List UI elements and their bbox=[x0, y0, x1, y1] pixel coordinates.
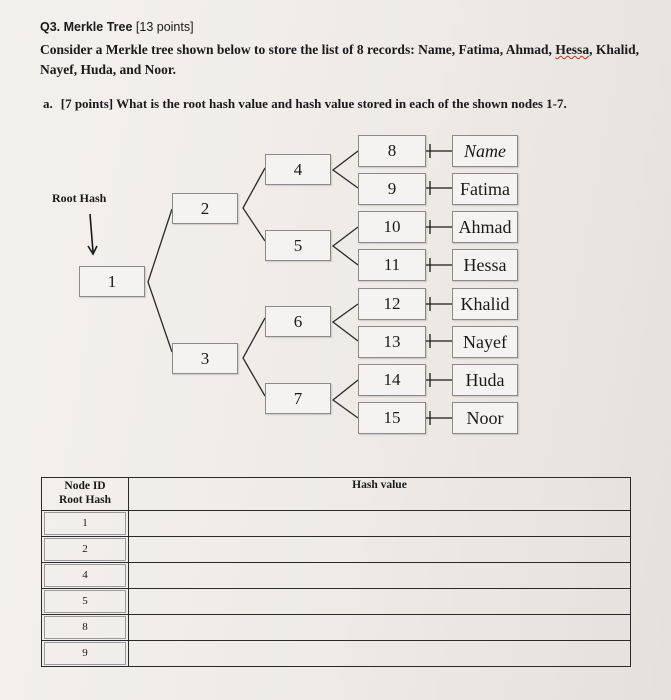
row-node-id: 1 bbox=[44, 512, 126, 535]
hash-value-cell[interactable] bbox=[128, 562, 631, 589]
header-hash-value: Hash value bbox=[128, 477, 631, 511]
record-hessa: Hessa bbox=[452, 249, 518, 281]
record-noor: Noor bbox=[452, 402, 518, 434]
tree-node-2: 2 bbox=[172, 193, 238, 224]
leaf-node-12: 12 bbox=[358, 288, 426, 320]
question-description-line1: Consider a Merkle tree shown below to st… bbox=[40, 42, 639, 57]
table-row: 9 bbox=[41, 640, 631, 667]
tree-node-5: 5 bbox=[265, 230, 331, 261]
row-node-id: 4 bbox=[44, 564, 126, 587]
tree-connectors bbox=[87, 144, 452, 425]
row-node-id: 9 bbox=[44, 642, 126, 665]
leaf-node-9: 9 bbox=[358, 173, 426, 205]
table-row: 8 bbox=[41, 614, 631, 641]
row-node-id: 2 bbox=[44, 538, 126, 561]
hash-value-cell[interactable] bbox=[128, 588, 631, 615]
tree-node-6: 6 bbox=[265, 306, 331, 337]
table-row: 1 bbox=[41, 510, 631, 537]
hash-value-cell[interactable] bbox=[128, 640, 631, 667]
tree-node-4: 4 bbox=[265, 154, 331, 185]
record-ahmad: Ahmad bbox=[452, 211, 518, 243]
table-row: 4 bbox=[41, 562, 631, 589]
leaf-node-11: 11 bbox=[358, 249, 426, 281]
tree-node-3: 3 bbox=[172, 343, 238, 374]
part-a-prompt: a.[7 points] What is the root hash value… bbox=[43, 96, 567, 111]
question-title: Q3. Merkle Tree [13 points] bbox=[40, 20, 194, 34]
leaf-node-14: 14 bbox=[358, 364, 426, 396]
hash-value-cell[interactable] bbox=[128, 536, 631, 563]
record-khalid: Khalid bbox=[452, 288, 518, 320]
hash-value-cell[interactable] bbox=[128, 510, 631, 537]
table-row: 5 bbox=[41, 588, 631, 615]
leaf-node-10: 10 bbox=[358, 211, 426, 243]
table-row: 2 bbox=[41, 536, 631, 563]
leaf-node-13: 13 bbox=[358, 326, 426, 358]
record-fatima: Fatima bbox=[452, 173, 518, 205]
record-name: Name bbox=[452, 135, 518, 167]
root-hash-label: Root Hash bbox=[52, 191, 107, 205]
leaf-node-8: 8 bbox=[358, 135, 426, 167]
record-nayef: Nayef bbox=[452, 326, 518, 358]
tree-node-7: 7 bbox=[265, 383, 331, 414]
row-node-id: 8 bbox=[44, 616, 126, 639]
row-node-id: 5 bbox=[44, 590, 126, 613]
root-hash-arrow bbox=[87, 213, 98, 256]
tree-node-1: 1 bbox=[79, 266, 145, 297]
leaf-node-15: 15 bbox=[358, 402, 426, 434]
question-description-line2: Nayef, Huda, and Noor. bbox=[40, 62, 177, 77]
hash-value-cell[interactable] bbox=[128, 614, 631, 641]
record-huda: Huda bbox=[452, 364, 518, 396]
